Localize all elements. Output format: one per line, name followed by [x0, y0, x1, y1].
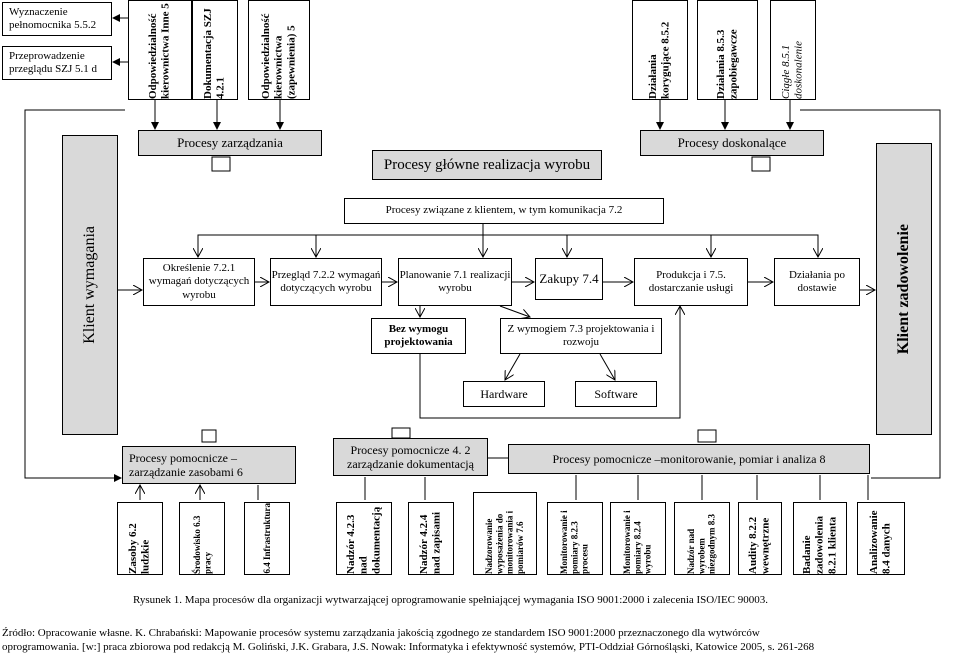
human-resources-box: Zasoby 6.2 ludzkie — [117, 502, 163, 575]
box-label: Odpowiedzialność kierownictwa (zapewnien… — [260, 13, 298, 99]
hardware: Hardware — [463, 381, 545, 407]
internal-audits-box: Audity 8.2.2 wewnętrzne — [738, 502, 782, 575]
source-line-1: Źródło: Opracowanie własne. K. Chrabańsk… — [2, 627, 760, 639]
client-satisfaction: Klient zadowolenie — [876, 143, 932, 435]
client-requirements: Klient wymagania — [62, 135, 118, 435]
box-label: Klient wymagania — [81, 226, 99, 344]
process-monitoring-box: Monitorowanie i pomiary 8.2.3 procesu — [547, 502, 603, 575]
planning-realization: Planowanie 7.1 realizacji wyrobu — [398, 258, 512, 306]
infrastructure-box: 6.4 Infrastruktura — [244, 502, 290, 575]
box-label: Nadzorowanie wyposażenia do monitorowani… — [484, 510, 526, 574]
measuring-equipment-box: Nadzorowanie wyposażenia do monitorowani… — [473, 492, 537, 575]
software: Software — [575, 381, 657, 407]
management-processes: Procesy zarządzania — [138, 130, 322, 156]
box-label: Zasoby 6.2 ludzkie — [127, 523, 152, 574]
figure-caption: Rysunek 1. Mapa procesów dla organizacji… — [133, 594, 769, 606]
preventive-actions-box: Działania 8.5.3 zapobiegawcze — [697, 0, 758, 100]
box-label: Nadzór 4.2.4 nad zapisami — [418, 511, 443, 574]
nonconforming-product-box: Nadzór nad wyrobem niezgodnym 8.3 — [674, 502, 730, 575]
records-control-box: Nadzór 4.2.4 nad zapisami — [408, 502, 454, 575]
mgmt-responsibility-other-box: Odpowiedzialność kierownictwa Inne 5 — [128, 0, 192, 100]
box-label: Nadzór nad wyrobem niezgodnym 8.3 — [686, 513, 718, 574]
purchasing: Zakupy 7.4 — [535, 258, 603, 300]
support-resources: Procesy pomocnicze – zarządzanie zasobam… — [122, 446, 296, 484]
post-delivery: Działania po dostawie — [774, 258, 860, 306]
box-label: Audity 8.2.2 wewnętrzne — [747, 516, 772, 574]
box-label: Działania 8.5.3 zapobiegawcze — [714, 29, 740, 99]
box-label: Monitorowanie i pomiary 8.2.4 wyrobu — [622, 510, 654, 574]
corrective-actions-box: Działania korygujące 8.5.2 — [632, 0, 688, 100]
source-line-2: oprogramowania. [w:] praca zbiorowa pod … — [2, 641, 815, 653]
work-environment-box: Środowisko 6.3 pracy — [179, 502, 225, 575]
qms-documentation-box: Dokumentacja SZJ 4.2.1 — [192, 0, 238, 100]
box-label: Analizowanie 8.4 danych — [868, 510, 893, 574]
box-label: Klient zadowolenie — [895, 223, 913, 355]
box-label: Działania korygujące 8.5.2 — [647, 21, 672, 99]
box-label: Badanie zadowolenia 8.2.1 klienta — [801, 515, 839, 574]
determine-requirements: Określenie 7.2.1 wymagań dotyczących wyr… — [143, 258, 255, 306]
review-requirements: Przegląd 7.2.2 wymagań dotyczących wyrob… — [270, 258, 382, 306]
customer-satisfaction-box: Badanie zadowolenia 8.2.1 klienta — [793, 502, 847, 575]
no-design-required: Bez wymogu projektowania — [371, 318, 466, 354]
box-label: Środowisko 6.3 pracy — [191, 515, 212, 574]
box-label: Nadzór 4.2.3 nad dokumentacją — [345, 506, 383, 574]
production-delivery: Produkcja i 7.5. dostarczanie usługi — [634, 258, 748, 306]
continual-improvement-box: Ciągłe 8.5.1 doskonalenie — [770, 0, 816, 100]
mgmt-responsibility-assurance-box: Odpowiedzialność kierownictwa (zapewnien… — [248, 0, 310, 100]
data-analysis-box: Analizowanie 8.4 danych — [857, 502, 905, 575]
support-monitoring: Procesy pomocnicze –monitorowanie, pomia… — [508, 444, 870, 474]
customer-processes: Procesy związane z klientem, w tym komun… — [344, 198, 664, 224]
design-development: Z wymogiem 7.3 projektowania i rozwoju — [500, 318, 662, 354]
box-label: Odpowiedzialność kierownictwa Inne 5 — [147, 3, 172, 99]
box-label: 6.4 Infrastruktura — [261, 503, 272, 574]
box-label: Monitorowanie i pomiary 8.2.3 procesu — [559, 510, 591, 574]
management-review-box: Przeprowadzenie przeglądu SZJ 5.1 d — [2, 46, 112, 80]
document-control-box: Nadzór 4.2.3 nad dokumentacją — [336, 502, 392, 575]
product-monitoring-box: Monitorowanie i pomiary 8.2.4 wyrobu — [610, 502, 666, 575]
box-label: Dokumentacja SZJ 4.2.1 — [202, 8, 227, 99]
appoint-representative-box: Wyznaczenie pełnomocnika 5.5.2 — [2, 2, 112, 36]
support-documentation: Procesy pomocnicze 4. 2 zarządzanie doku… — [333, 438, 488, 476]
improvement-processes: Procesy doskonalące — [640, 130, 824, 156]
box-label: Ciągłe 8.5.1 doskonalenie — [780, 40, 805, 99]
main-processes: Procesy główne realizacja wyrobu — [372, 150, 602, 180]
